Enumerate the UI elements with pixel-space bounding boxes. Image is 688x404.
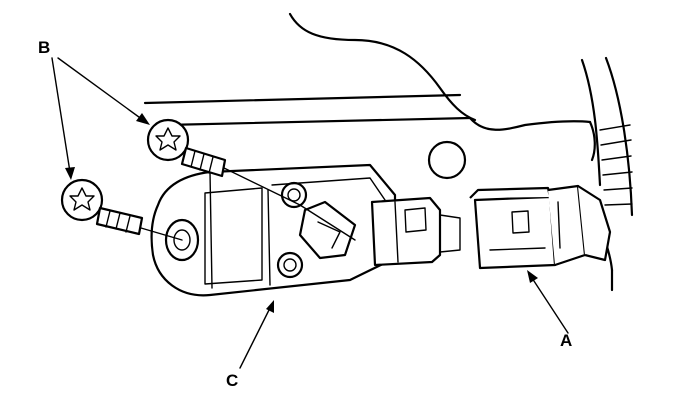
mounting-bolt-upper <box>146 118 227 178</box>
callout-a: A <box>560 331 572 350</box>
impact-sensor <box>150 163 397 297</box>
alignment-lines <box>140 167 356 241</box>
leader-lines <box>51 57 569 369</box>
callout-b: B <box>38 38 50 57</box>
harness-connector <box>469 184 612 270</box>
callout-c: C <box>226 371 238 390</box>
wire-harness <box>580 56 634 217</box>
mounting-bolt-lower <box>60 178 144 236</box>
sensor-connector <box>370 196 461 267</box>
